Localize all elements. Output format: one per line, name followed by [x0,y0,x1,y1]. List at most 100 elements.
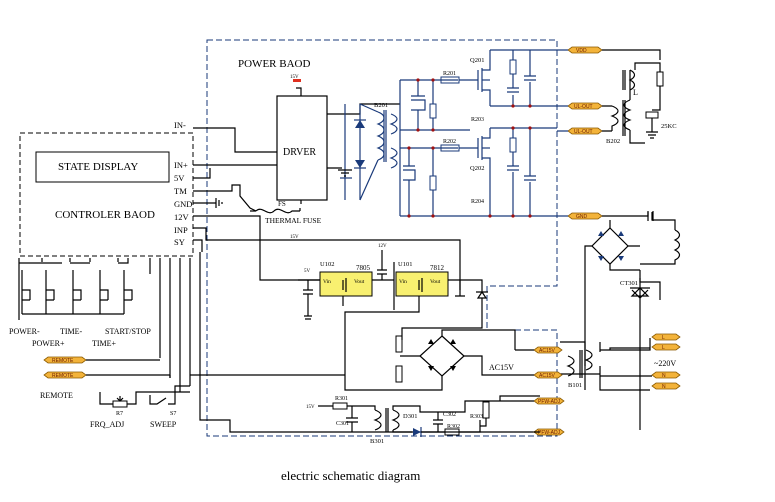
u101-label: U101 [398,261,412,268]
mains-label: ~220V [654,359,676,368]
upper-gate-network: R201 [400,71,470,132]
controller-pin-wires [193,127,461,290]
remote-tag-2: REMOTE [52,373,74,379]
tag-pfw-adj-2: PFW-ADJ [538,430,561,436]
driver-diodes [338,104,366,200]
output-snubbers: R203 R204 [471,49,557,218]
b201-label: B201 [374,102,388,109]
tag-gnd: GND [576,214,588,220]
u101-vout: Vout [430,279,441,285]
ct301-label: CT301 [620,280,638,287]
u101-vin: Vin [399,279,407,285]
frq-adj-pot: R7 FRQ_ADJ [90,391,180,429]
b301-15v-label: 15V [306,405,315,410]
controller-gnd-symbol [215,198,223,208]
ac15v-label: AC15V [489,363,514,372]
b301-label: B301 [370,438,384,445]
u102-type: 7805 [356,264,371,272]
thermal-fuse-label: THERMAL FUSE [265,216,322,225]
tag-vdd: VDD [576,48,587,54]
sweep-label: SWEEP [150,420,177,429]
r25kc-label: 25KC [661,123,677,130]
tag-ac15v-2: AC15V [539,373,556,379]
pin-sy: SY [174,237,185,247]
mains-pin-4: N [662,384,666,390]
controller-to-power-wires [189,252,540,433]
mains-pin-2: L [662,345,665,351]
u101-12v: 12V [378,244,387,249]
sweep-switch: S7 SWEEP [149,385,190,429]
u102-vout: Vout [354,279,365,285]
button-matrix [18,258,181,392]
u102-5v: 5V [304,269,311,274]
driver-label: DRVER [283,147,316,158]
l-label: L [633,88,638,97]
driver-15v-label: 15V [290,75,299,80]
mains-input: B101 L L N N ~220V [560,333,681,391]
right-tags: VDD UL-OUT UL-OUT GND [557,46,603,220]
button-time-plus: TIME+ [92,339,117,348]
r202-label: R202 [443,139,456,145]
controller-board-frame [19,132,194,257]
pin-in-plus: IN+ [174,160,188,170]
remote-tag-1: REMOTE [52,358,74,364]
mid-tags: AC15V AC15V PFW-ADJ PFW-ADJ [500,346,565,436]
button-start-stop: START/STOP [105,327,151,336]
button-labels: POWER- POWER+ TIME- TIME+ START/STOP [9,327,151,348]
button-time-minus: TIME- [60,327,83,336]
frq-adj-label: FRQ_ADJ [90,420,124,429]
controller-pin-labels: IN- IN+ 5V TM GND 12V INP SY [174,120,192,247]
r302-label: R302 [447,424,460,430]
pin-12v: 12V [174,212,190,222]
b201-transformer: B201 [359,80,401,216]
driver-ic [276,95,328,201]
pin-in-minus: IN- [174,120,186,130]
pin-5v: 5V [174,173,185,183]
r204-label: R204 [471,199,484,205]
u102-label: U102 [320,261,334,268]
r7-label: R7 [116,411,123,417]
c302-label: C302 [443,412,456,418]
controller-board-title: CONTROLER BAOD [55,209,155,221]
button-power-minus: POWER- [9,327,40,336]
button-power-plus: POWER+ [32,339,65,348]
regulator-u102: U102 7805 Vin Vout 5V [298,261,395,320]
fuse-fs-label: FS [278,200,286,208]
r301-label: R301 [335,396,348,402]
diagram-caption: electric schematic diagram [281,468,420,483]
tag-ac15v-1: AC15V [539,348,556,354]
regulator-15v: 15V [290,235,299,240]
power-board-frame [206,39,558,437]
state-display-label: STATE DISPLAY [58,161,138,173]
mains-pin-1: L [662,335,665,341]
q201-label: Q201 [470,57,484,64]
u102-vin: Vin [323,279,331,285]
s7-label: S7 [170,411,176,417]
b301-section: 15V R301 C301 B301 D301 C302 R302 R303 [306,395,540,445]
r303-label: R303 [470,414,483,420]
d301-label: D301 [403,413,417,420]
r201-label: R201 [443,71,456,77]
remote-tags: REMOTE REMOTE REMOTE [40,356,170,400]
b202-label: B202 [606,138,620,145]
misc-wires [169,374,345,393]
regulator-u101: U101 7812 Vin Vout 12V 15V [290,235,488,391]
pin-tm: TM [174,186,187,196]
tag-ul-out-1: UL-OUT [574,104,593,110]
remote-label: REMOTE [40,391,73,400]
c301-label: C301 [336,421,349,427]
pin-inp: INP [174,225,188,235]
tag-pfw-adj-1: PFW-ADJ [538,399,561,405]
q201-mosfet: Q201 [459,50,491,106]
power-board-title: POWER BAOD [238,58,310,70]
state-display-box [35,151,170,183]
ac15v-bridge: AC15V [395,329,516,391]
mains-pin-3: N [662,373,666,379]
output-stage: B202 L 25KC [602,49,677,145]
pin-gnd: GND [174,199,192,209]
tag-ul-out-2: UL-OUT [574,129,593,135]
r203-label: R203 [471,117,484,123]
q202-label: Q202 [470,165,484,172]
q202-mosfet: Q202 [459,128,491,216]
